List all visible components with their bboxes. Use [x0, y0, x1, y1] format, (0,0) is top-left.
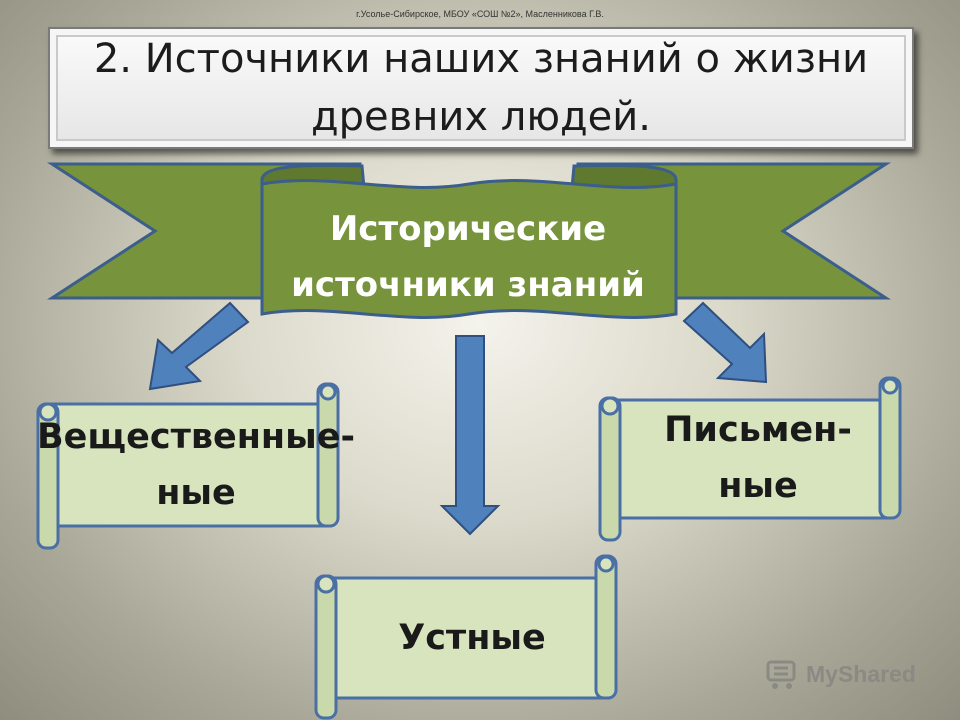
ribbon-center-panel	[260, 179, 678, 319]
bottom-scroll-label: Устные	[334, 580, 610, 696]
center-label-line-2: источники знаний	[291, 265, 645, 305]
scroll-left	[36, 382, 340, 550]
author-credit: г.Усолье-Сибирское, МБОУ «СОШ №2», Масле…	[356, 9, 604, 19]
arrow-down-right	[682, 301, 768, 384]
left-scroll-line-2: ные	[156, 473, 236, 513]
slide-title: 2. Источники наших знаний о жизни древни…	[74, 30, 888, 146]
scroll-right	[598, 376, 902, 542]
slide-title-line-2: древних людей.	[311, 94, 651, 140]
left-scroll-line-1: Вещественные-	[36, 417, 356, 457]
slide-title-box: 2. Источники наших знаний о жизни древни…	[48, 27, 914, 149]
right-scroll-line-2: ные	[718, 466, 798, 506]
center-label-line-1: Исторические	[329, 209, 607, 249]
ribbon-right-fold	[570, 163, 678, 190]
watermark: MyShared	[766, 654, 936, 694]
watermark-text: MyShared	[806, 660, 916, 687]
left-scroll-label: Вещественные- ные	[37, 404, 355, 526]
center-ribbon-label: Исторические источники знаний	[268, 198, 668, 316]
right-scroll-label: Письмен- ные	[620, 400, 896, 516]
slide-title-line-1: 2. Источники наших знаний о жизни	[93, 36, 869, 82]
mycart-logo-icon	[766, 660, 796, 689]
right-scroll-line-1: Письмен-	[664, 410, 852, 450]
bottom-scroll-line-1: Устные	[398, 618, 546, 658]
scroll-bottom	[314, 554, 618, 720]
arrow-down-left	[148, 301, 250, 391]
arrow-down-center	[439, 335, 501, 536]
